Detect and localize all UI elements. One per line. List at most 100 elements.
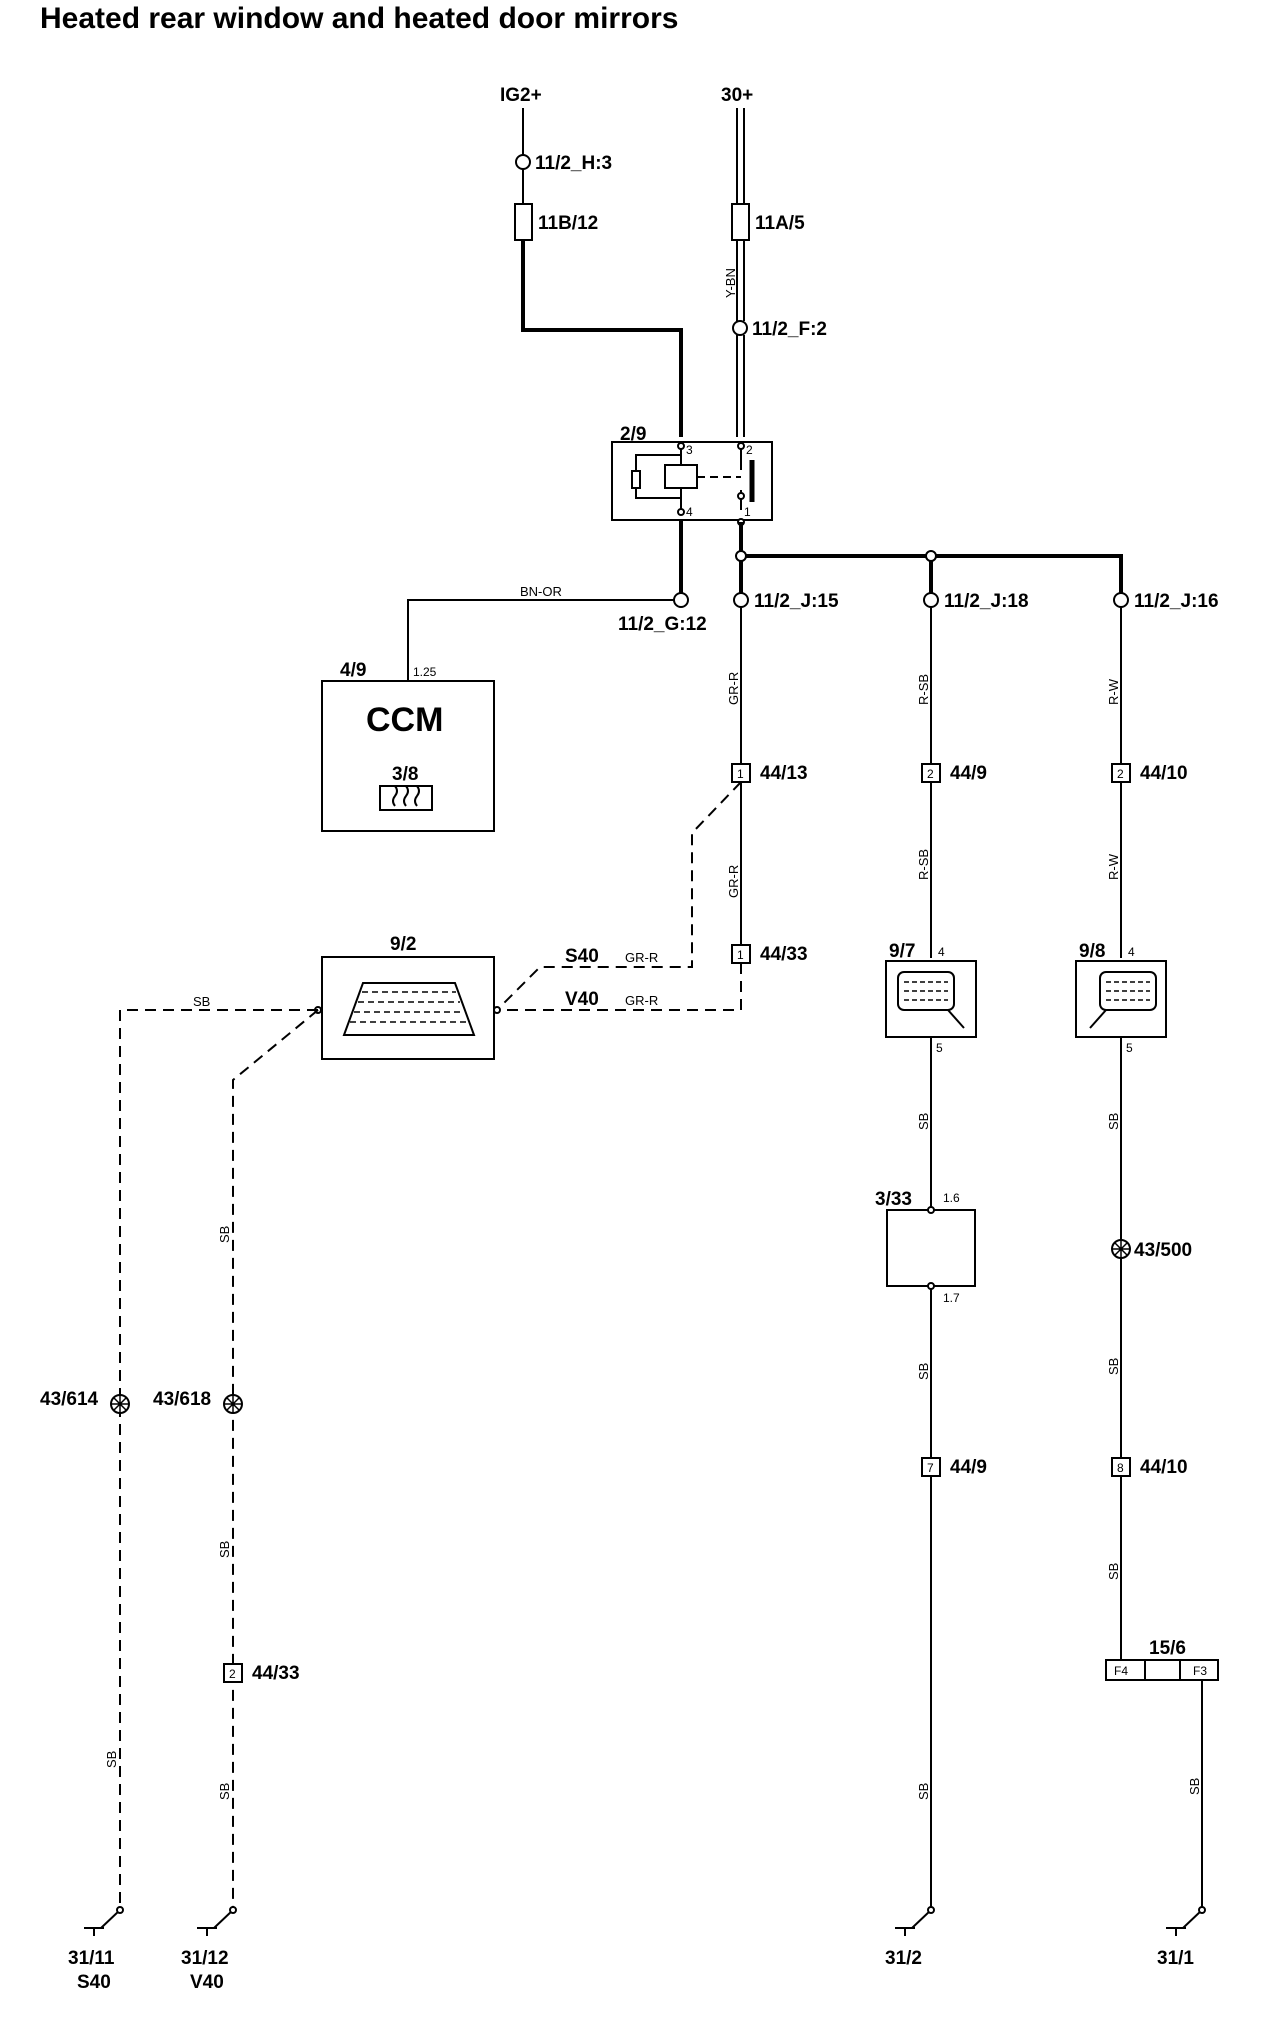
relay-id: 2/9 — [620, 424, 646, 445]
connector-h3-terminal — [515, 154, 531, 170]
module-333-pin-out: 1.7 — [943, 1291, 960, 1305]
supply-30-label: 30+ — [721, 85, 753, 106]
wire-color-sb-g: SB — [916, 1363, 931, 1380]
ccm-name: CCM — [366, 701, 443, 739]
connector-h3-label: 11/2_H:3 — [535, 153, 612, 174]
variant-s40-label: S40 — [565, 946, 599, 967]
inline-4413-label: 44/13 — [760, 763, 808, 784]
ccm-id: 4/9 — [340, 660, 366, 681]
module-156-pin-f4: F4 — [1114, 1664, 1128, 1678]
module-333-pin-bottom — [927, 1282, 935, 1290]
wire-fuse-relay-pin3 — [521, 240, 683, 437]
connector-j16-terminal — [1113, 592, 1129, 608]
module-333-id: 3/33 — [875, 1189, 912, 1210]
wire-rw-ground-s40 — [119, 1009, 318, 1910]
wire-g12-ccm — [407, 599, 674, 681]
mirror-left-grid — [904, 981, 948, 1001]
inline-4433b-pin: 2 — [229, 1667, 236, 1681]
rear-defrost-switch — [379, 785, 433, 811]
splice-43618-label: 43/618 — [153, 1389, 211, 1410]
inline-4410b-pin: 8 — [1117, 1461, 1124, 1475]
module-156-pin-f3: F3 — [1193, 1664, 1207, 1678]
wire-color-rw-b: R-W — [1106, 853, 1121, 880]
splice-43500-label: 43/500 — [1134, 1240, 1192, 1261]
wire-color-rsb-b: R-SB — [916, 849, 931, 880]
wire-s40-route — [496, 781, 742, 1011]
rear-window-glass — [342, 982, 476, 1036]
ground-311-label: 31/1 — [1157, 1948, 1194, 1969]
wire-color-sb-b: SB — [217, 1226, 232, 1243]
wire-color-sb-h: SB — [916, 1783, 931, 1800]
mirror-right-arm — [1089, 1009, 1107, 1029]
supply-ig2-label: IG2+ — [500, 85, 542, 106]
ground-symbol-3112 — [197, 1906, 237, 1936]
wire-color-sb-f: SB — [916, 1113, 931, 1130]
wire-v40-route — [497, 963, 742, 1011]
inline-449a-label: 44/9 — [950, 763, 987, 784]
mirror-right-grid — [1106, 981, 1150, 1001]
rear-defrost-icon — [392, 785, 420, 807]
connector-j18-terminal — [923, 592, 939, 608]
inline-4410a-pin: 2 — [1117, 767, 1124, 781]
inline-449b-box — [921, 1457, 941, 1477]
connector-g12-label: 11/2_G:12 — [618, 614, 707, 635]
mirror-left-id: 9/7 — [889, 941, 915, 962]
splice-43618 — [223, 1394, 243, 1414]
wire-color-rsb-a: R-SB — [916, 674, 931, 705]
relay-pin3-dot — [677, 442, 685, 450]
mirror-left-pin-out: 5 — [936, 1041, 943, 1055]
ground-symbol-3111 — [84, 1906, 124, 1936]
relay-diode — [631, 470, 641, 489]
relay-coil — [664, 464, 698, 489]
connector-f2-terminal — [732, 320, 748, 336]
connector-j15-terminal — [733, 592, 749, 608]
relay-pin3-label: 3 — [686, 443, 693, 457]
wire-color-sb-l: SB — [1187, 1778, 1202, 1795]
ground-symbol-311 — [1166, 1906, 1206, 1936]
wire-color-sb-d: SB — [104, 1751, 119, 1768]
mirror-left-pin-in: 4 — [938, 945, 945, 959]
ccm-pin-label: 1.25 — [413, 665, 437, 679]
ccm-switch-id: 3/8 — [392, 764, 418, 785]
wire-color-bnor: BN-OR — [520, 584, 562, 599]
module-333-pin-in: 1.6 — [943, 1191, 960, 1205]
mirror-left-arm — [947, 1009, 965, 1029]
wire-color-sb-a: SB — [193, 994, 210, 1009]
relay-contact-point — [737, 492, 745, 500]
bus-node-mid — [925, 550, 937, 562]
relay-coil-circuit — [635, 449, 682, 510]
splice-43614-label: 43/614 — [40, 1389, 99, 1410]
inline-4433a-label: 44/33 — [760, 944, 808, 965]
inline-449a-pin: 2 — [927, 767, 934, 781]
fuse-11a5-label: 11A/5 — [755, 213, 805, 234]
mirror-right-pin-in: 4 — [1128, 945, 1135, 959]
mirror-right-pin-out: 5 — [1126, 1041, 1133, 1055]
relay-pin4-label: 4 — [686, 505, 693, 519]
module-333-pin-top — [927, 1206, 935, 1214]
wire-color-rw-a: R-W — [1106, 678, 1121, 705]
ground-3111-label: 31/11 — [68, 1948, 115, 1969]
wire-color-sb-k: SB — [1106, 1563, 1121, 1580]
inline-449b-pin: 7 — [927, 1461, 934, 1475]
inline-4410b-box — [1111, 1457, 1131, 1477]
mirror-right-id: 9/8 — [1079, 941, 1105, 962]
rear-window-pin-right — [493, 1006, 501, 1014]
wire-color-grr-b: GR-R — [726, 865, 741, 898]
connector-j15-label: 11/2_J:15 — [754, 591, 839, 612]
inline-4410a-label: 44/10 — [1140, 763, 1188, 784]
wire-rw-ground-v40 — [232, 1009, 319, 1910]
splice-43614 — [110, 1394, 130, 1414]
rear-window-element — [321, 956, 495, 1060]
module-333 — [886, 1209, 976, 1287]
rear-window-id: 9/2 — [390, 934, 416, 955]
rear-window-heating-grid — [350, 991, 468, 1023]
ground-3111-variant: S40 — [77, 1972, 111, 1993]
connector-j18-label: 11/2_J:18 — [944, 591, 1029, 612]
wire-color-ybn: Y-BN — [723, 268, 738, 298]
inline-4433b-label: 44/33 — [252, 1663, 300, 1684]
fuse-11b12-label: 11B/12 — [538, 213, 598, 234]
ground-3112-label: 31/12 — [181, 1948, 229, 1969]
wire-color-sb-j: SB — [1106, 1358, 1121, 1375]
wire-color-sb-e: SB — [217, 1783, 232, 1800]
